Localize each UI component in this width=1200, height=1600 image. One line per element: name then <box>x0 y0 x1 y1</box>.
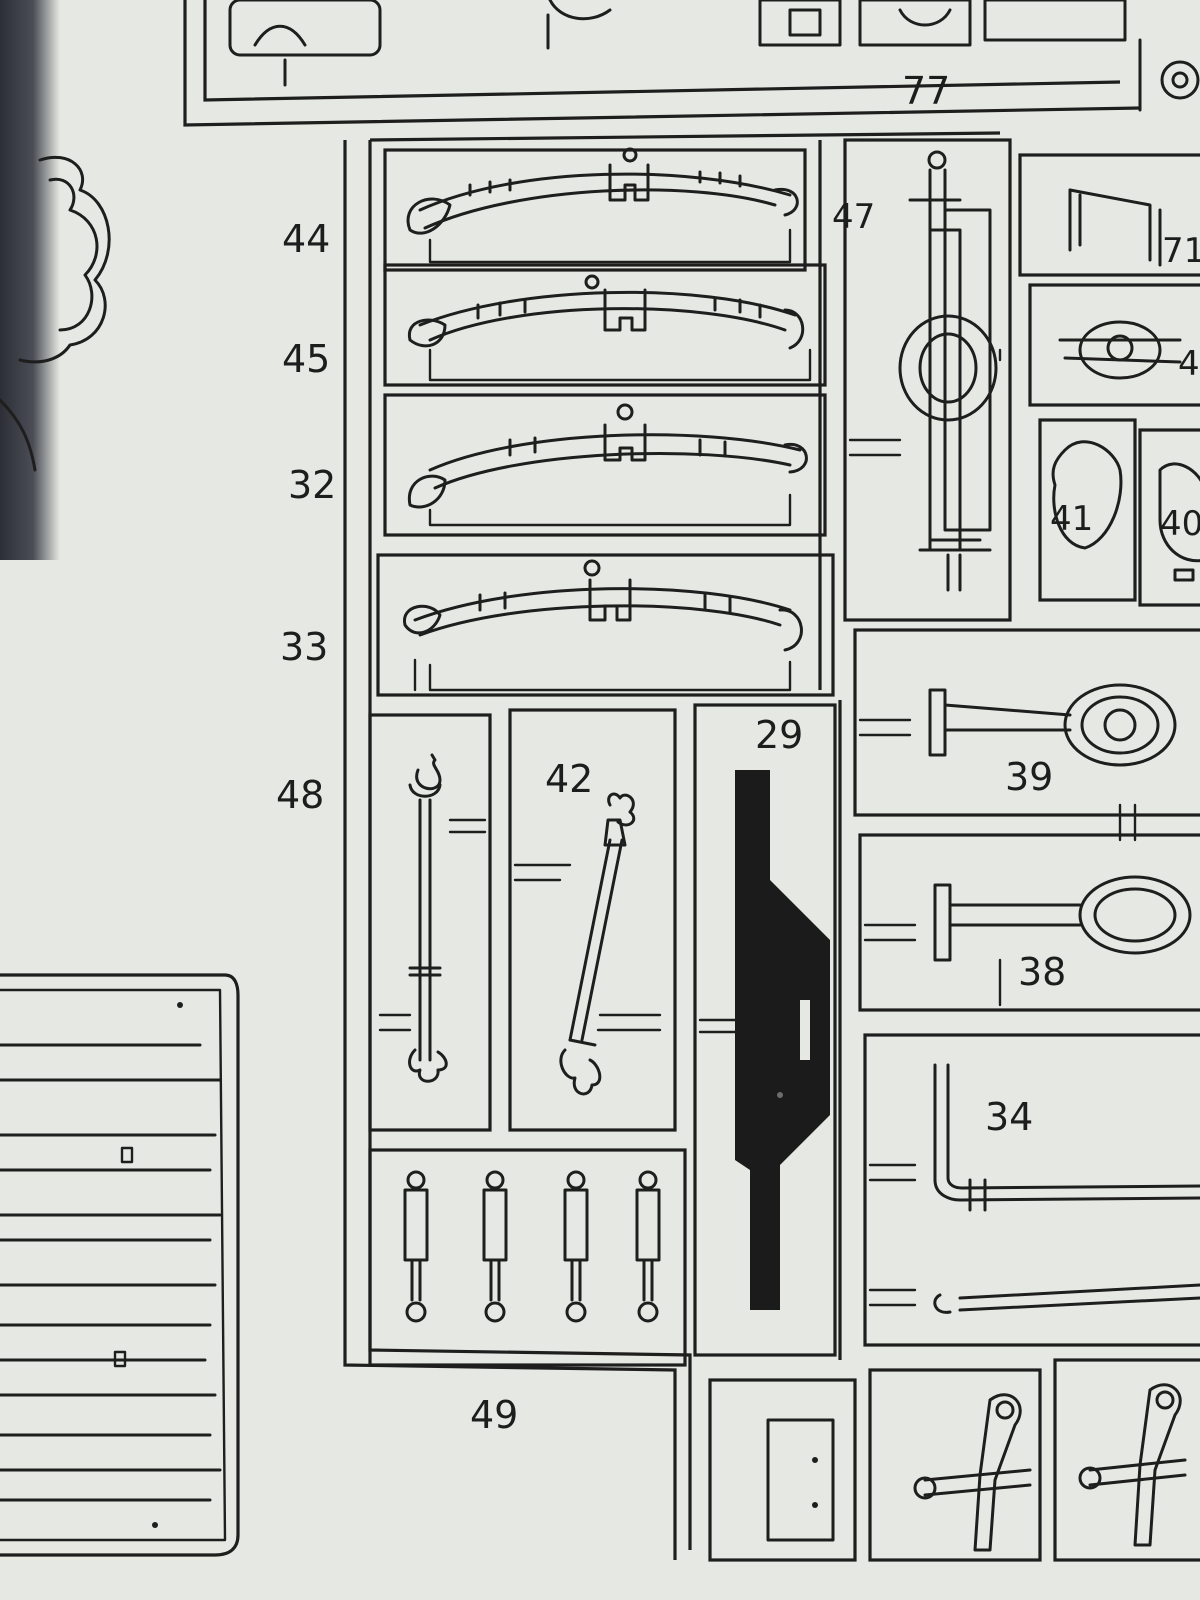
label-part-45: 45 <box>282 337 330 381</box>
label-part-71: 71 <box>1162 231 1200 271</box>
sprue-top-77 <box>183 0 1200 127</box>
label-part-42: 42 <box>545 757 593 801</box>
bottom-lever-left <box>868 1368 1042 1562</box>
part-47-axle-column <box>843 138 1012 622</box>
part-29-black-plate <box>693 703 837 1357</box>
part-44-leaf-spring <box>383 147 807 272</box>
damper-3 <box>563 1170 589 1323</box>
label-part-29: 29 <box>755 713 803 757</box>
part-40-plate <box>1138 428 1200 607</box>
damper-1 <box>403 1170 429 1323</box>
part-71-frame-piece <box>1018 153 1200 277</box>
damper-2 <box>482 1170 508 1323</box>
label-part-32: 32 <box>288 463 336 507</box>
left-panel-plate <box>0 973 240 1557</box>
part-39-axle-housing <box>853 628 1200 842</box>
part-34-rod <box>863 1033 1200 1347</box>
label-part-41: 41 <box>1050 499 1093 539</box>
label-part-39: 39 <box>1005 755 1053 799</box>
part-32-leaf-spring <box>383 393 827 537</box>
label-part-46: 46 <box>1178 344 1200 384</box>
part-49-shock-absorbers <box>368 1148 687 1367</box>
page-edge-shadow <box>0 0 60 560</box>
part-41-plate <box>1038 418 1137 602</box>
part-number-labels: 77 44 45 32 33 48 42 29 49 47 71 46 41 4… <box>276 69 1200 1437</box>
label-part-38: 38 <box>1018 950 1066 994</box>
label-part-40: 40 <box>1160 504 1200 544</box>
label-part-47: 47 <box>832 197 875 237</box>
label-part-48: 48 <box>276 773 324 817</box>
label-part-34: 34 <box>985 1095 1033 1139</box>
part-48-tie-rod <box>368 713 492 1132</box>
label-part-33: 33 <box>280 625 328 669</box>
part-38-axle-housing <box>858 833 1200 1012</box>
label-part-77: 77 <box>902 69 950 113</box>
label-part-44: 44 <box>282 217 330 261</box>
part-33-leaf-spring <box>376 553 835 697</box>
bottom-small-plate <box>708 1378 857 1562</box>
left-ornament-frame <box>0 155 111 472</box>
part-46-bracket <box>1028 283 1200 407</box>
label-part-49: 49 <box>470 1393 518 1437</box>
part-45-leaf-spring <box>383 263 827 387</box>
part-42-tie-rod <box>508 708 677 1132</box>
bottom-lever-right <box>1053 1358 1200 1562</box>
damper-4 <box>635 1170 661 1323</box>
